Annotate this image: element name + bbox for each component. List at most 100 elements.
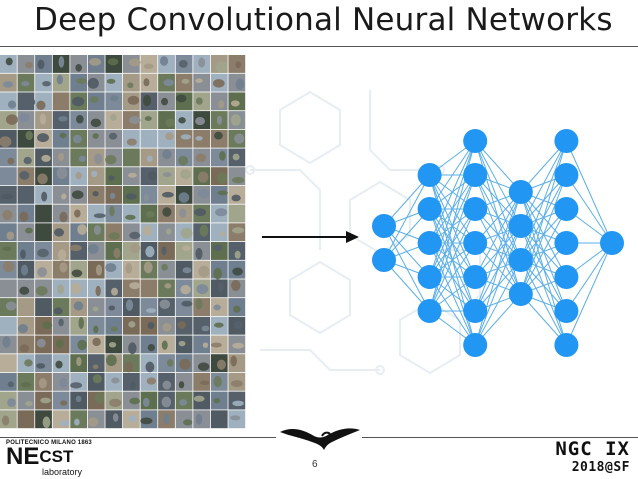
mosaic-thumbnail-subject <box>25 131 33 141</box>
mosaic-thumbnail-subject <box>233 305 241 313</box>
mosaic-thumbnail-subject <box>197 362 210 371</box>
mosaic-thumbnail <box>105 316 123 335</box>
mosaic-thumbnail-subject <box>5 114 18 125</box>
mosaic-thumbnail-subject <box>95 285 101 297</box>
mosaic-thumbnail <box>87 354 105 373</box>
mosaic-thumbnail-subject <box>161 97 169 106</box>
mosaic-thumbnail <box>17 242 35 260</box>
network-node <box>508 214 533 238</box>
mosaic-thumbnail-subject <box>93 325 99 334</box>
network-node <box>554 333 579 357</box>
mosaic-thumbnail-subject <box>213 375 222 388</box>
network-edge <box>565 174 613 244</box>
mosaic-thumbnail-subject <box>145 246 155 258</box>
mosaic-thumbnail-subject <box>129 243 141 254</box>
network-edge <box>429 140 476 278</box>
mosaic-thumbnail-subject <box>161 263 168 271</box>
mosaic-thumbnail-subject <box>182 267 192 274</box>
network-node <box>463 231 488 255</box>
mosaic-thumbnail-subject <box>178 60 188 68</box>
mosaic-thumbnail <box>52 185 70 204</box>
network-edge <box>520 140 567 261</box>
mosaic-thumbnail-subject <box>58 318 64 327</box>
mosaic-thumbnail-subject <box>144 285 150 296</box>
mosaic-thumbnail-subject <box>195 247 203 260</box>
mosaic-thumbnail-subject <box>76 114 84 124</box>
mosaic-thumbnail-subject <box>183 419 193 426</box>
mosaic-thumbnail-subject <box>230 355 237 367</box>
mosaic-thumbnail-subject <box>24 61 34 69</box>
mosaic-thumbnail-subject <box>215 208 228 217</box>
mosaic-thumbnail-subject <box>59 377 68 388</box>
mosaic-thumbnail-subject <box>76 78 88 84</box>
mosaic-thumbnail-subject <box>230 114 241 126</box>
network-node <box>508 248 533 272</box>
mosaic-thumbnail-subject <box>41 154 51 162</box>
network-node <box>554 129 579 153</box>
mosaic-thumbnail-subject <box>197 188 210 199</box>
mosaic-thumbnail-subject <box>129 231 141 240</box>
mosaic-thumbnail-subject <box>90 118 102 128</box>
mosaic-thumbnail-subject <box>36 338 46 348</box>
mosaic-thumbnail-subject <box>163 79 174 87</box>
mosaic-thumbnail-subject <box>213 267 222 280</box>
mosaic-thumbnail-subject <box>127 95 140 105</box>
network-edge <box>565 242 613 346</box>
mosaic-thumbnail-subject <box>89 57 102 66</box>
mosaic-thumbnail-subject <box>37 173 48 185</box>
network-edge <box>474 259 522 346</box>
mosaic-thumbnail-subject <box>162 413 170 425</box>
mosaic-thumbnail-subject <box>161 246 167 256</box>
mosaic-thumbnail-subject <box>58 56 65 68</box>
mosaic-thumbnail-subject <box>111 377 120 384</box>
mosaic-thumbnail <box>52 129 70 148</box>
mosaic-thumbnail-subject <box>178 155 189 166</box>
mosaic-thumbnail-subject <box>5 301 17 311</box>
mosaic-thumbnail-subject <box>217 172 228 185</box>
mosaic-thumbnail <box>228 391 246 410</box>
mosaic-thumbnail-subject <box>181 78 190 84</box>
mosaic-thumbnail-subject <box>59 262 68 273</box>
mosaic-thumbnail-subject <box>77 224 88 235</box>
mosaic-thumbnail <box>175 242 193 260</box>
mosaic-thumbnail <box>70 242 88 260</box>
mosaic-thumbnail <box>175 372 193 391</box>
mosaic-thumbnail-subject <box>110 95 119 102</box>
mosaic-thumbnail <box>140 298 158 316</box>
network-node <box>372 214 396 238</box>
mosaic-thumbnail-subject <box>215 61 228 73</box>
mosaic-thumbnail-subject <box>200 380 210 386</box>
mosaic-thumbnail-subject <box>113 247 121 259</box>
network-node <box>554 163 579 187</box>
mosaic-thumbnail-subject <box>58 249 67 261</box>
network-node <box>417 299 442 323</box>
mosaic-thumbnail-subject <box>232 342 245 349</box>
mosaic-thumbnail-subject <box>146 308 157 313</box>
mosaic-thumbnail-subject <box>92 306 99 312</box>
page-number: 6 <box>312 459 318 470</box>
mosaic-thumbnail-subject <box>19 286 30 295</box>
mosaic-thumbnail-subject <box>91 170 98 178</box>
mosaic-thumbnail-subject <box>195 117 206 126</box>
mosaic-thumbnail-subject <box>195 97 203 105</box>
mosaic-thumbnail <box>158 354 175 373</box>
mosaic-thumbnail-subject <box>234 133 245 144</box>
mosaic-thumbnail-subject <box>129 397 141 405</box>
mosaic-thumbnail-subject <box>231 279 241 292</box>
mosaic-thumbnail-subject <box>19 113 30 123</box>
mosaic-thumbnail-subject <box>140 417 153 425</box>
mosaic-thumbnail-subject <box>1 169 10 181</box>
mosaic-thumbnail-subject <box>179 399 188 406</box>
mosaic-thumbnail-subject <box>162 149 172 160</box>
mosaic-thumbnail-subject <box>145 210 155 218</box>
network-node <box>508 282 533 306</box>
mosaic-thumbnail <box>210 92 228 111</box>
mosaic-thumbnail-subject <box>105 263 117 273</box>
mosaic-thumbnail-subject <box>38 211 46 222</box>
mosaic-thumbnail-subject <box>232 227 245 234</box>
mosaic-thumbnail-subject <box>107 58 119 66</box>
mosaic-thumbnail-subject <box>194 208 207 217</box>
mosaic-thumbnail-subject <box>199 224 209 237</box>
mosaic-thumbnail-subject <box>5 57 13 66</box>
mosaic-thumbnail-subject <box>71 269 83 278</box>
